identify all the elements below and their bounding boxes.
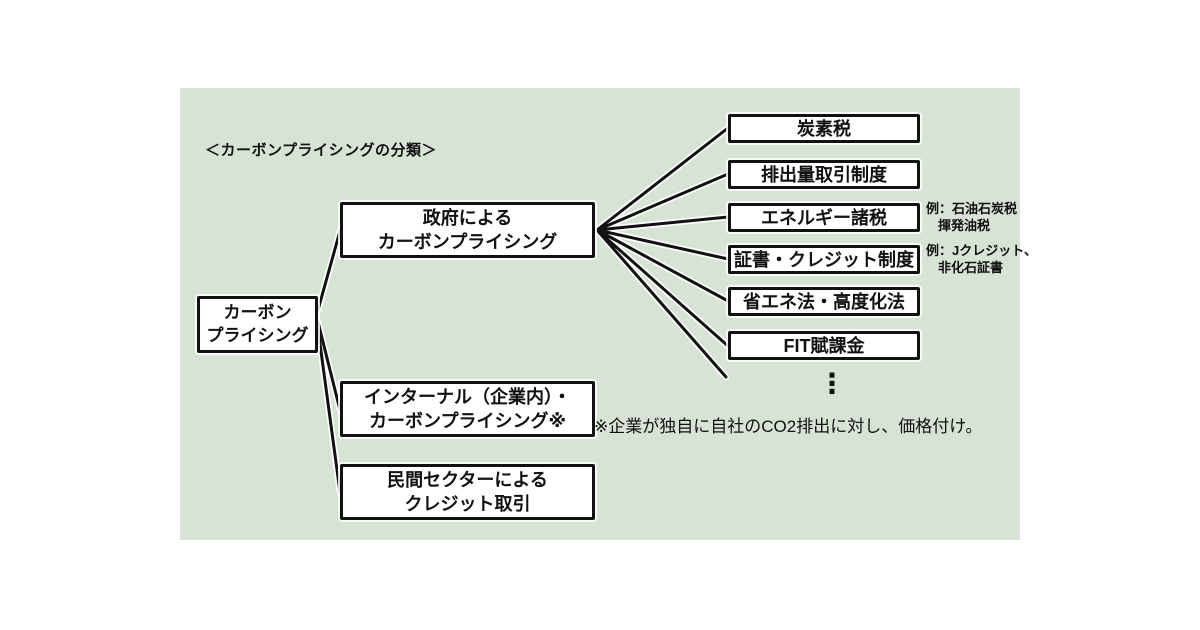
node-energy-taxes: エネルギー諸税	[728, 203, 920, 232]
diagram-title: ＜カーボンプライシングの分類＞	[205, 142, 438, 159]
example-note-energy-taxes: 例：石油石炭税 揮発油税	[926, 201, 1018, 234]
node-private-sector-credit-trading: 民間セクターによる クレジット取引	[340, 464, 595, 520]
continuation-ellipsis: ⋮	[818, 368, 846, 399]
node-internal-carbon-pricing: インターナル（企業内）・ カーボンプライシング※	[340, 381, 595, 437]
node-carbon-pricing: カーボン プライシング	[197, 296, 318, 353]
node-fit-surcharge: FIT賦課金	[728, 331, 920, 360]
internal-pricing-footnote: ※企業が独自に自社のCO2排出に対し、価格付け。	[594, 417, 983, 436]
node-energy-conservation-law: 省エネ法・高度化法	[728, 287, 920, 316]
node-carbon-tax: 炭素税	[728, 114, 920, 143]
node-certificate-credit-scheme: 証書・クレジット制度	[728, 245, 920, 274]
node-emissions-trading-scheme: 排出量取引制度	[728, 160, 920, 189]
node-government-carbon-pricing: 政府による カーボンプライシング	[340, 202, 595, 258]
example-note-credit-scheme: 例：Jクレジット、 非化石証書	[926, 243, 1037, 276]
